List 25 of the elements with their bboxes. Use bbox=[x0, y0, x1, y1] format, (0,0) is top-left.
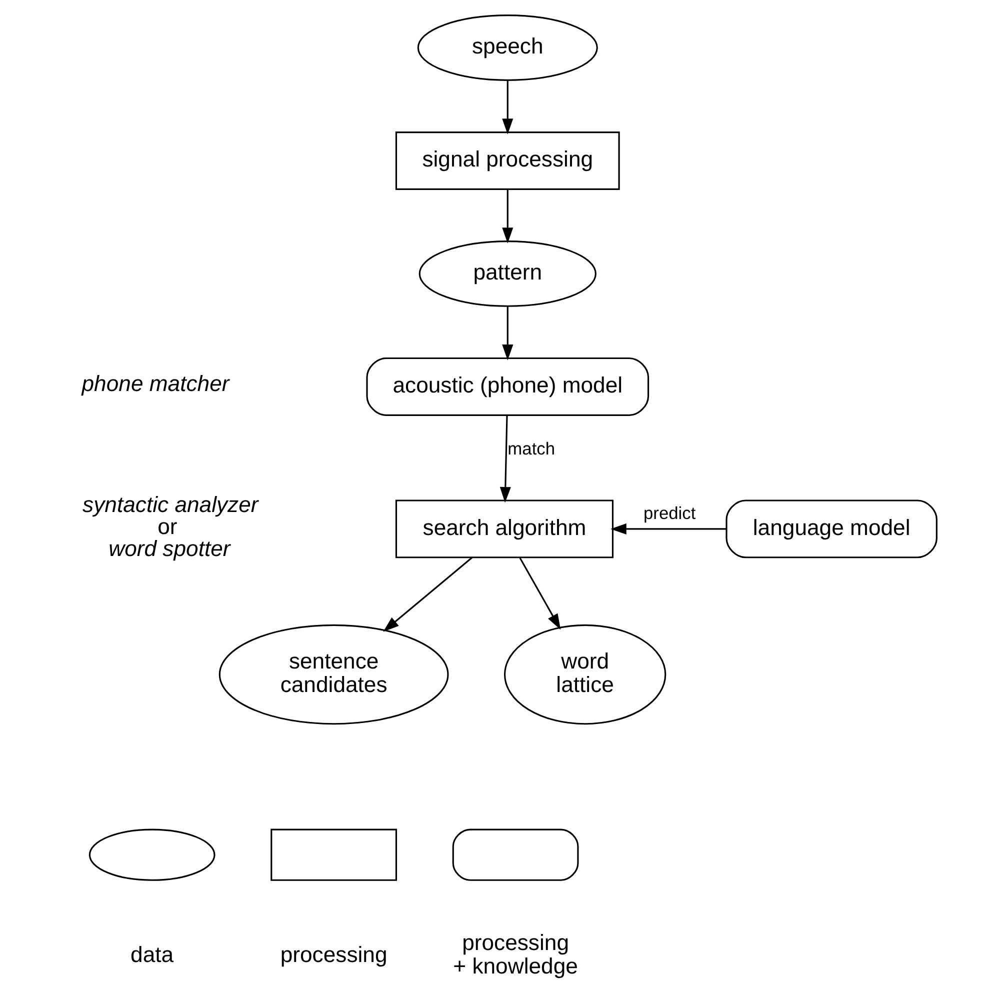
edge-label: match bbox=[507, 438, 555, 458]
label: phone matcher bbox=[81, 370, 229, 396]
arrow bbox=[610, 522, 726, 534]
edge-label: predict bbox=[643, 502, 696, 523]
node-box: acoustic (phone) model bbox=[366, 356, 649, 416]
legend-label: processing bbox=[280, 941, 387, 966]
arrow bbox=[502, 188, 513, 243]
arrow bbox=[502, 80, 513, 134]
legend-label: data bbox=[130, 941, 174, 966]
arrow bbox=[502, 306, 513, 360]
label: word spotter bbox=[108, 536, 230, 561]
node-ellipse bbox=[88, 828, 215, 880]
arrow bbox=[499, 415, 510, 502]
node-ellipse: pattern bbox=[418, 240, 596, 306]
arrow bbox=[518, 557, 560, 630]
node-ellipse: word lattice bbox=[503, 624, 666, 724]
node-ellipse: sentence candidates bbox=[218, 624, 448, 724]
node-box: language model bbox=[725, 499, 937, 558]
node-ellipse: speech bbox=[416, 14, 598, 80]
legend-label: processing + knowledge bbox=[452, 929, 578, 978]
node-box: signal processing bbox=[394, 131, 620, 190]
arrow bbox=[382, 556, 472, 632]
node-box bbox=[270, 828, 397, 880]
node-box: search algorithm bbox=[394, 499, 614, 558]
node-stadium bbox=[452, 828, 578, 880]
